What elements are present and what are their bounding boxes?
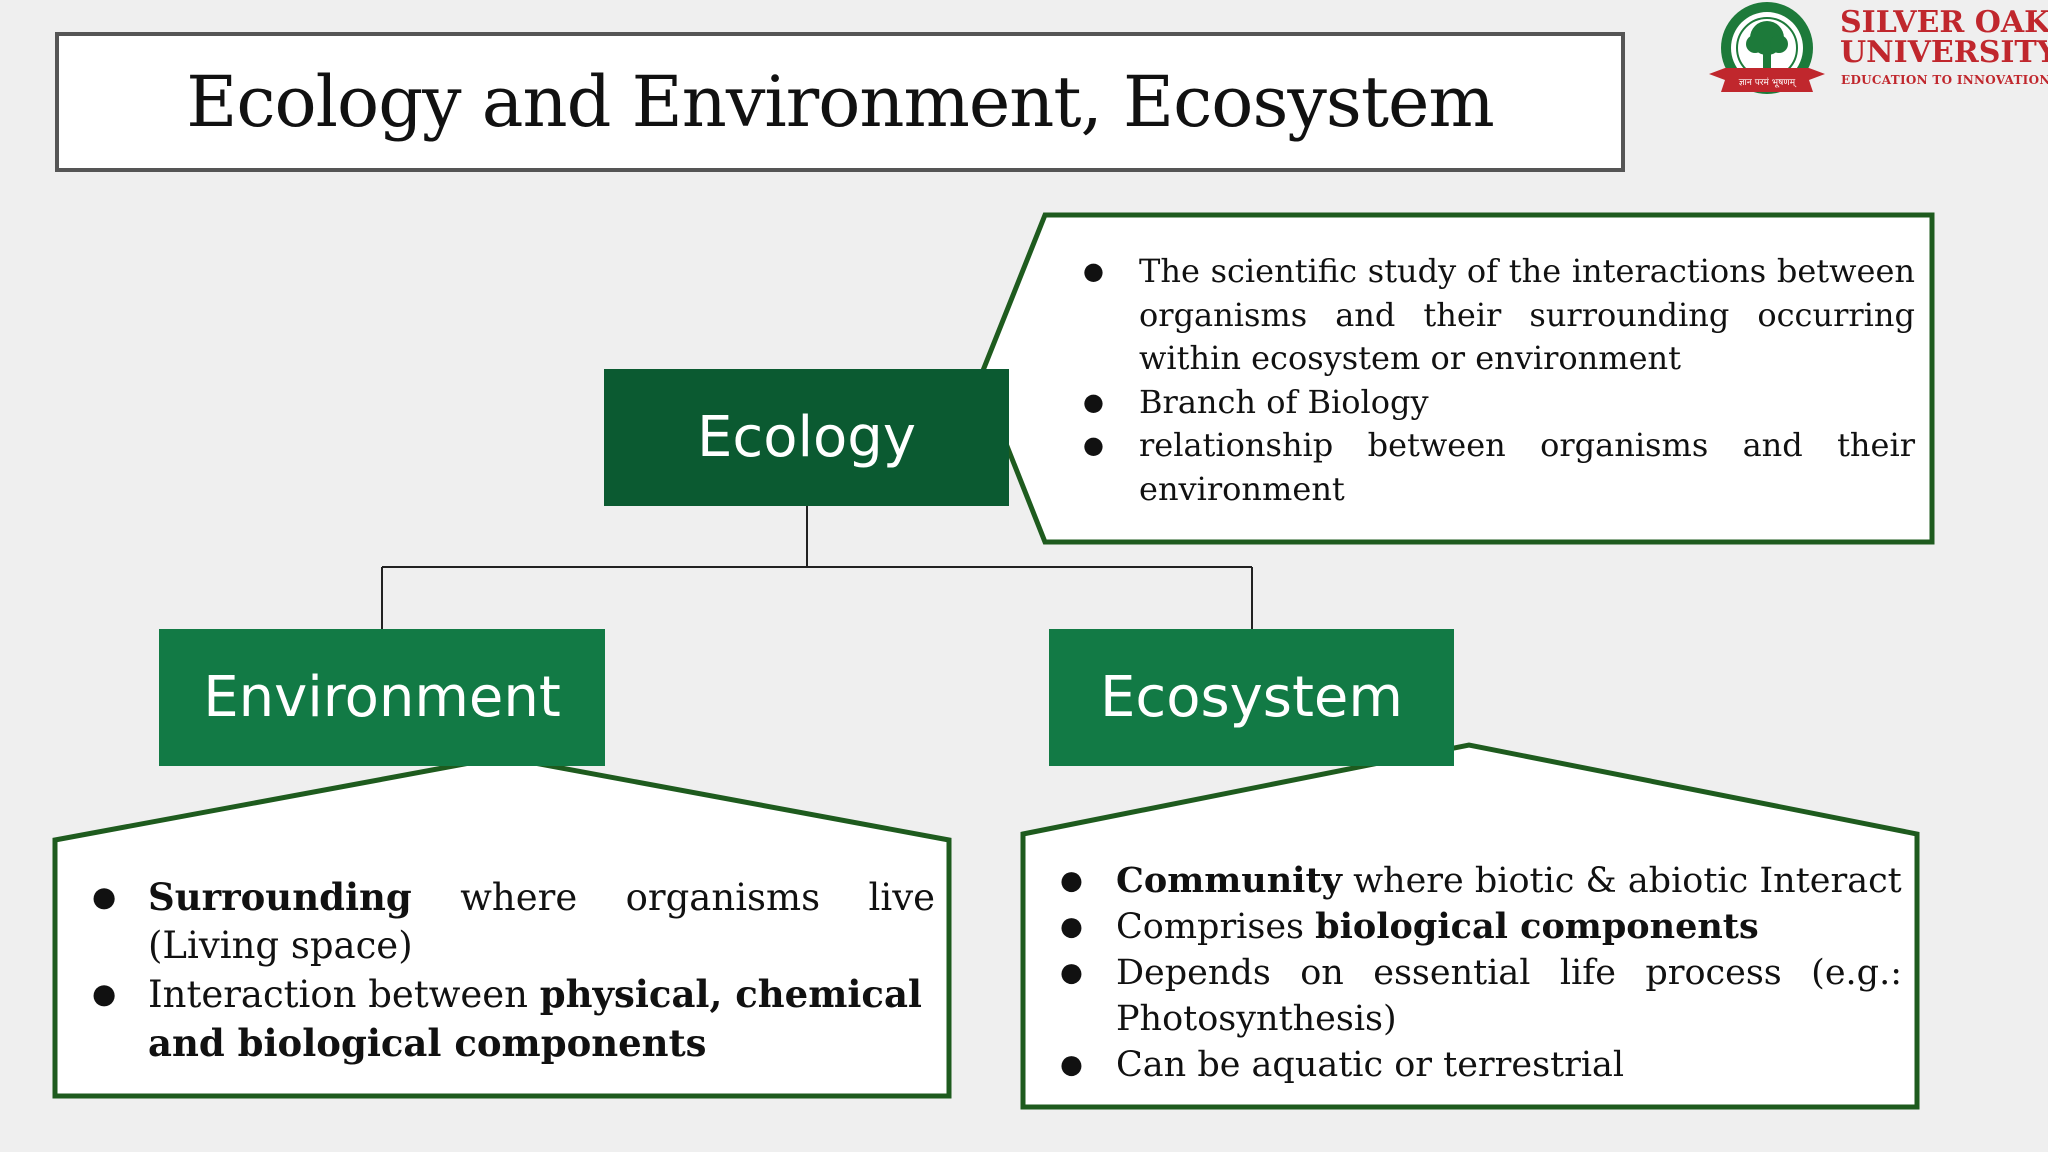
ecology-node: Ecology [604, 369, 1009, 506]
list-item: Can be aquatic or terrestrial [1060, 1042, 1902, 1088]
university-logo: ज्ञान परमं भूषणम् SILVER OAK UNIVERSITY … [1705, 0, 2048, 100]
list-item: relationship between organisms and their… [1083, 424, 1915, 511]
list-item: Interaction between physical, chemical a… [92, 970, 935, 1068]
environment-node-label: Environment [203, 665, 561, 730]
list-item: Surrounding where organisms live (Living… [92, 873, 935, 970]
ecosystem-node-label: Ecosystem [1100, 665, 1403, 730]
environment-definition-list: Surrounding where organisms live (Living… [92, 873, 935, 1068]
ecosystem-definition-list: Community where biotic & abiotic Interac… [1060, 858, 1902, 1088]
list-item: Comprises biological components [1060, 904, 1902, 950]
connector-lines [381, 505, 1253, 630]
logo-name-line2: UNIVERSITY [1840, 35, 2048, 70]
slide-title: Ecology and Environment, Ecosystem [186, 61, 1495, 143]
ecology-definition-list: The scientific study of the interactions… [1083, 250, 1915, 511]
logo-tagline: EDUCATION TO INNOVATION [1841, 73, 2048, 87]
list-item: Depends on essential life process (e.g.:… [1060, 950, 1902, 1042]
logo-seal-icon: ज्ञान परमं भूषणम् [1709, 2, 1825, 94]
ecology-node-label: Ecology [697, 405, 916, 470]
list-item: Branch of Biology [1083, 381, 1915, 425]
svg-text:ज्ञान परमं भूषणम्: ज्ञान परमं भूषणम् [1739, 77, 1797, 88]
list-item: The scientific study of the interactions… [1083, 250, 1915, 381]
environment-node: Environment [159, 629, 605, 766]
ecosystem-node: Ecosystem [1049, 629, 1454, 766]
title-box: Ecology and Environment, Ecosystem [55, 32, 1625, 172]
list-item: Community where biotic & abiotic Interac… [1060, 858, 1902, 904]
logo-name-line1: SILVER OAK [1840, 5, 2048, 40]
